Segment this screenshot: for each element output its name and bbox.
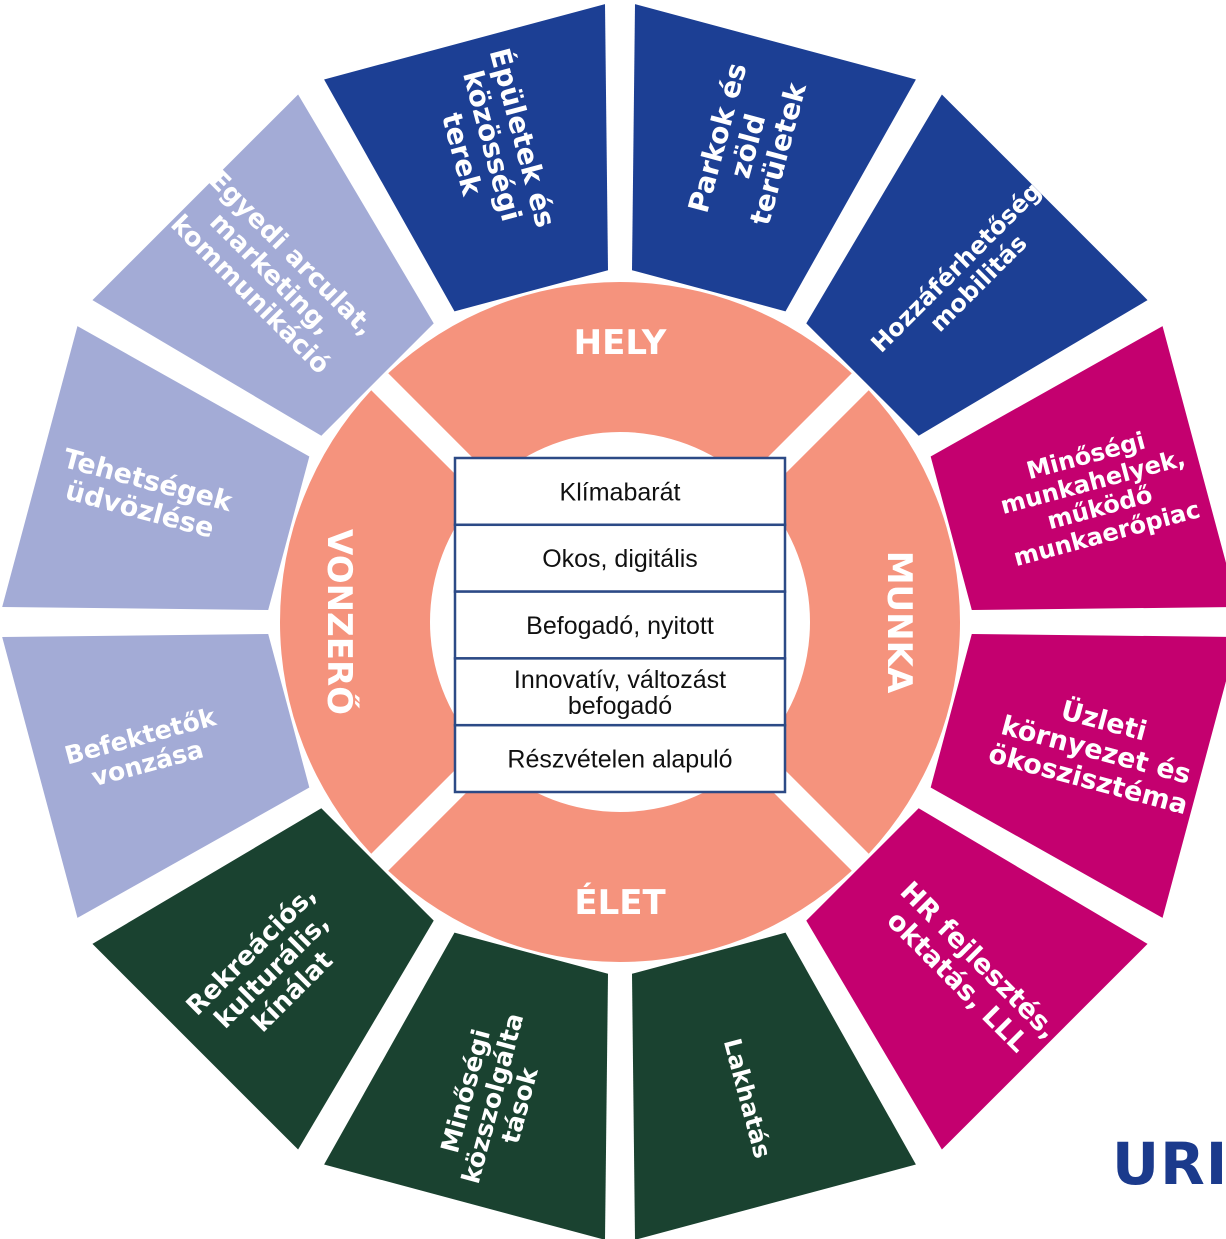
outer-segment-minosegi: Minőségimunkahelyek,működőmunkaerőpiac <box>930 326 1226 611</box>
outer-segment-lakhatas-shape <box>631 932 916 1239</box>
outer-segment-minosegi-shape <box>324 932 609 1239</box>
outer-segment-lakhatas: Lakhatás <box>631 932 916 1239</box>
outer-segment-parkok-es: Parkok észöldterületek <box>631 4 916 312</box>
core-segment-munka-shape <box>762 390 961 854</box>
outer-segment-minosegi: Minőségiközszolgáltatások <box>324 932 609 1239</box>
core-ring: HELY MUNKA ÉLET VONZERŐ <box>280 281 961 962</box>
center-box-reszvetelen-alapulo-label-line: Részvételen alapuló <box>507 746 732 774</box>
outer-segment-tehetsegek-shape <box>2 326 310 611</box>
center-box-reszvetelen-alapulo-frame <box>453 723 787 794</box>
core-segment-elet: ÉLET <box>388 764 852 962</box>
outer-segment-minosegi-shape <box>930 326 1226 611</box>
outer-segment-hr-fejlesztes-shape <box>806 808 1148 1150</box>
core-segment-hely-label: HELY <box>574 323 667 363</box>
outer-segment-befektetok: Befektetőkvonzása <box>2 633 310 918</box>
center-box-okos-digitalis: Okos, digitális <box>453 523 787 593</box>
center-box-befogado-nyitott-label-line: Befogadó, nyitott <box>526 612 714 640</box>
outer-segment-hozzaferhetoseg: Hozzáférhetőség,mobilitás <box>806 94 1148 436</box>
outer-segment-rekreacios: Rekreációs,kulturális,kínálat <box>92 808 434 1150</box>
outer-segment-uzleti: Üzletikörnyezet ésökoszisztéma <box>930 633 1226 918</box>
outer-segment-egyedi-arculat-shape <box>92 94 434 436</box>
center-box-befogado-nyitott-label: Befogadó, nyitott <box>526 612 714 640</box>
center-box-befogado-nyitott: Befogadó, nyitott <box>453 590 787 660</box>
center-box-okos-digitalis-label: Okos, digitális <box>542 545 698 573</box>
outer-segment-rekreacios-shape <box>92 808 434 1150</box>
outer-segment-hozzaferhetoseg-shape <box>806 94 1148 436</box>
outer-segment-epuletek-es: Épületek ésközösségiterek <box>324 4 609 312</box>
core-segment-hely: HELY <box>388 281 852 480</box>
core-segment-hely-shape <box>388 281 852 480</box>
center-box-klimabarat-frame <box>453 456 787 527</box>
center-box-innovativ-valtozast-label-line: befogadó <box>568 692 672 720</box>
center-box-reszvetelen-alapulo: Részvételen alapuló <box>453 723 787 794</box>
center-box-okos-digitalis-label-line: Okos, digitális <box>542 545 698 573</box>
center-box-klimabarat-label-line: Klímabarát <box>560 478 681 506</box>
center-box-innovativ-valtozast-label-line: Innovatív, változást <box>514 666 726 694</box>
outer-segment-epuletek-es-shape <box>324 4 609 312</box>
core-segment-elet-label: ÉLET <box>574 882 666 923</box>
outer-segment-parkok-es-shape <box>631 4 916 312</box>
center-box-klimabarat-label: Klímabarát <box>560 478 681 506</box>
outer-segment-tehetsegek: Tehetségeküdvözlése <box>2 326 310 611</box>
core-segment-munka-label: MUNKA <box>879 551 919 694</box>
outer-segment-uzleti-shape <box>930 633 1226 918</box>
core-segment-elet-shape <box>388 764 852 962</box>
center-box-reszvetelen-alapulo-label: Részvételen alapuló <box>507 746 732 774</box>
core-segment-vonzero-label: VONZERŐ <box>319 529 360 715</box>
core-segment-vonzero: VONZERŐ <box>280 390 478 854</box>
core-segment-munka: MUNKA <box>762 390 961 854</box>
outer-segment-egyedi-arculat: Egyedi arculat,marketing,kommunikáció <box>92 94 434 436</box>
center-box-okos-digitalis-frame <box>453 523 787 593</box>
logo: URI <box>1112 1130 1226 1198</box>
outer-segment-hr-fejlesztes: HR fejlesztés,oktatás, LLL <box>806 808 1148 1150</box>
core-segment-vonzero-shape <box>280 390 478 854</box>
center-box-klimabarat: Klímabarát <box>453 456 787 527</box>
outer-segment-befektetok-shape <box>2 633 310 918</box>
